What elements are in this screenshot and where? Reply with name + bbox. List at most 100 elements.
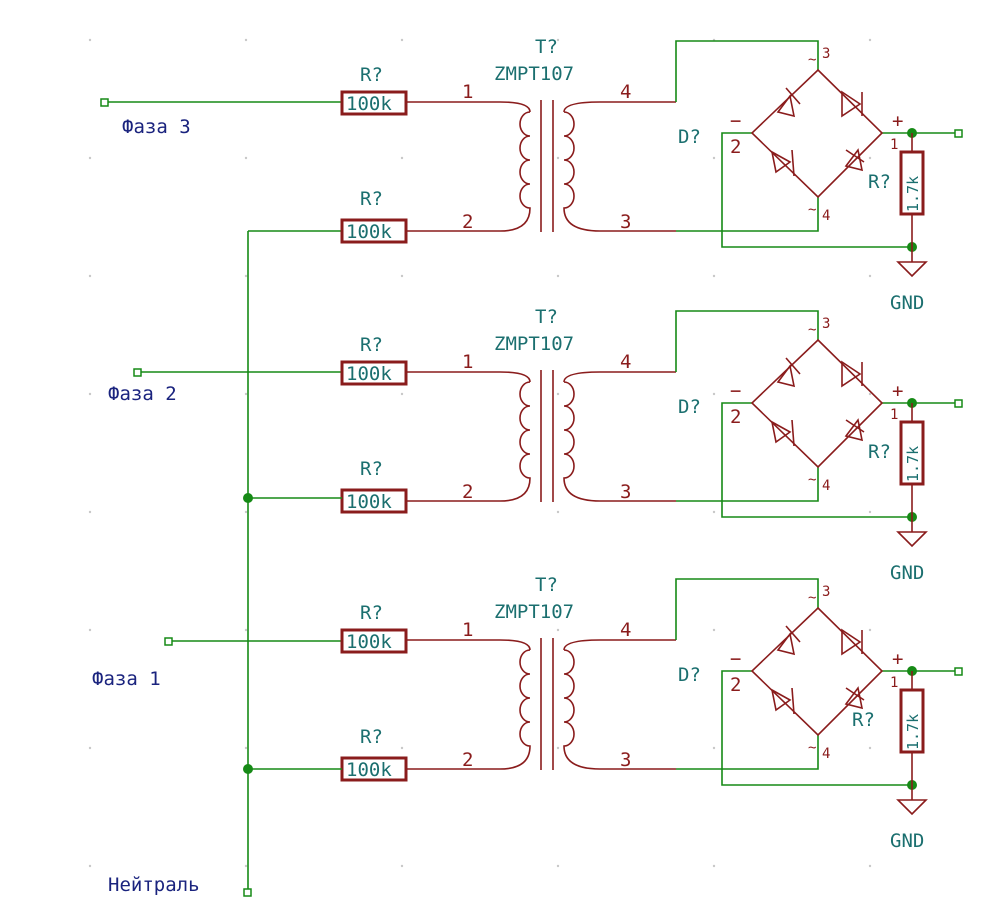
neutral-bus: Нейтраль [108,230,342,897]
resistor-top-ref: R? [360,334,383,356]
bridge-minus: − [730,110,741,132]
transformer-pin-1: 1 [462,619,473,641]
grid-dot [244,156,248,160]
grid-dot [712,392,716,396]
grid-dot [244,746,248,750]
secondary-wiring [675,578,963,790]
transformer-primary-coil [499,371,531,502]
load-resistor: R? 1.7k [868,133,925,247]
grid-dot [712,628,716,632]
bridge-plus: + [892,648,903,670]
bridge-ac-bottom: ~ [808,740,816,756]
resistor-bottom-value: 100k [346,491,392,513]
bridge-ref: D? [678,126,701,148]
transformer-value: ZMPT107 [494,333,574,355]
resistor-top: R? 100k [340,602,500,654]
grid-dot [244,510,248,514]
load-resistor-value: 1.7k [904,714,922,750]
grid-dots [88,38,872,868]
net-label-neutral: Нейтраль [108,874,200,896]
grid-dot [556,38,560,42]
resistor-bottom: R? 100k [340,188,500,244]
phase-1-port [164,637,173,646]
grid-dot [556,392,560,396]
bridge-ac-top: ~ [808,322,816,338]
grid-dot [556,274,560,278]
transformer-ref: T? [535,36,558,58]
grid-dot [712,510,716,514]
grid-dot [88,746,92,750]
resistor-top-value: 100k [346,93,392,115]
grid-dot [868,746,872,750]
bridge-pin-4: 4 [822,746,830,762]
grid-dot [712,864,716,868]
resistor-top-body [340,360,408,386]
grid-dot [868,510,872,514]
bridge-pin-1: 1 [890,137,898,153]
grid-dot [400,156,404,160]
load-resistor: R? 1.7k [852,671,925,785]
grid-dot [868,864,872,868]
grid-dot [400,392,404,396]
transformer: T? ZMPT107 1 2 4 3 [462,306,676,503]
transformer-pin-3: 3 [620,211,631,233]
bridge-rectifier: D? − 2 + 1 3 ~ 4 ~ [678,46,903,224]
resistor-top-value: 100k [346,631,392,653]
secondary-wiring [675,40,963,252]
bridge-pin-2: 2 [730,406,741,428]
bridge-rectifier: D? − 2 + 1 3 ~ 4 ~ [678,316,903,494]
grid-dot [556,156,560,160]
phase-2-input: Фаза 2 [108,368,342,405]
grid-dot [556,510,560,514]
grid-dot [400,274,404,278]
load-resistor: R? 1.7k [868,403,925,517]
resistor-bottom-ref: R? [360,458,383,480]
transformer-ref: T? [535,574,558,596]
grid-dot [868,274,872,278]
grid-dot [88,274,92,278]
transformer: T? ZMPT107 1 2 4 3 [462,36,676,233]
transformer-pin-1: 1 [462,81,473,103]
bridge-pin-2: 2 [730,136,741,158]
grid-dot [88,156,92,160]
diode-top-right [841,628,862,656]
channel-stage-phase-3: R? 100k R? 100k T? ZMPT107 1 2 4 3 [340,36,963,314]
diode-top-left [776,632,796,656]
grid-dot [244,628,248,632]
grid-dot [868,628,872,632]
bridge-rectifier: D? − 2 + 1 3 ~ 4 ~ [678,584,903,762]
grid-dot [88,628,92,632]
ground-symbol: GND [890,247,928,314]
ground-symbol: GND [890,517,928,584]
transformer-value: ZMPT107 [494,63,574,85]
load-resistor-ref: R? [852,709,875,731]
grid-dot [556,864,560,868]
grid-dot [244,38,248,42]
grid-dot [88,392,92,396]
grid-dot [88,510,92,514]
grid-dot [244,864,248,868]
resistor-top-body [340,90,408,116]
bridge-plus: + [892,110,903,132]
neutral-junction [243,764,253,774]
bridge-pin-3: 3 [822,316,830,332]
net-label-phase-2: Фаза 2 [108,383,177,405]
transformer-pin-1: 1 [462,351,473,373]
bridge-pin-1: 1 [890,407,898,423]
transformer-pin-2: 2 [462,749,473,771]
transformer-primary-coil [499,639,531,770]
grid-dot [88,38,92,42]
secondary-wiring [675,310,963,522]
grid-dot [712,156,716,160]
neutral-port [243,888,252,897]
resistor-top-ref: R? [360,64,383,86]
bridge-pin-2: 2 [730,674,741,696]
grid-dot [868,156,872,160]
transformer-pin-2: 2 [462,211,473,233]
transformer-primary-coil [499,101,531,232]
ground-label: GND [890,292,924,314]
diode-bottom-left [770,688,792,712]
grid-dot [244,392,248,396]
resistor-top-body [340,628,408,654]
